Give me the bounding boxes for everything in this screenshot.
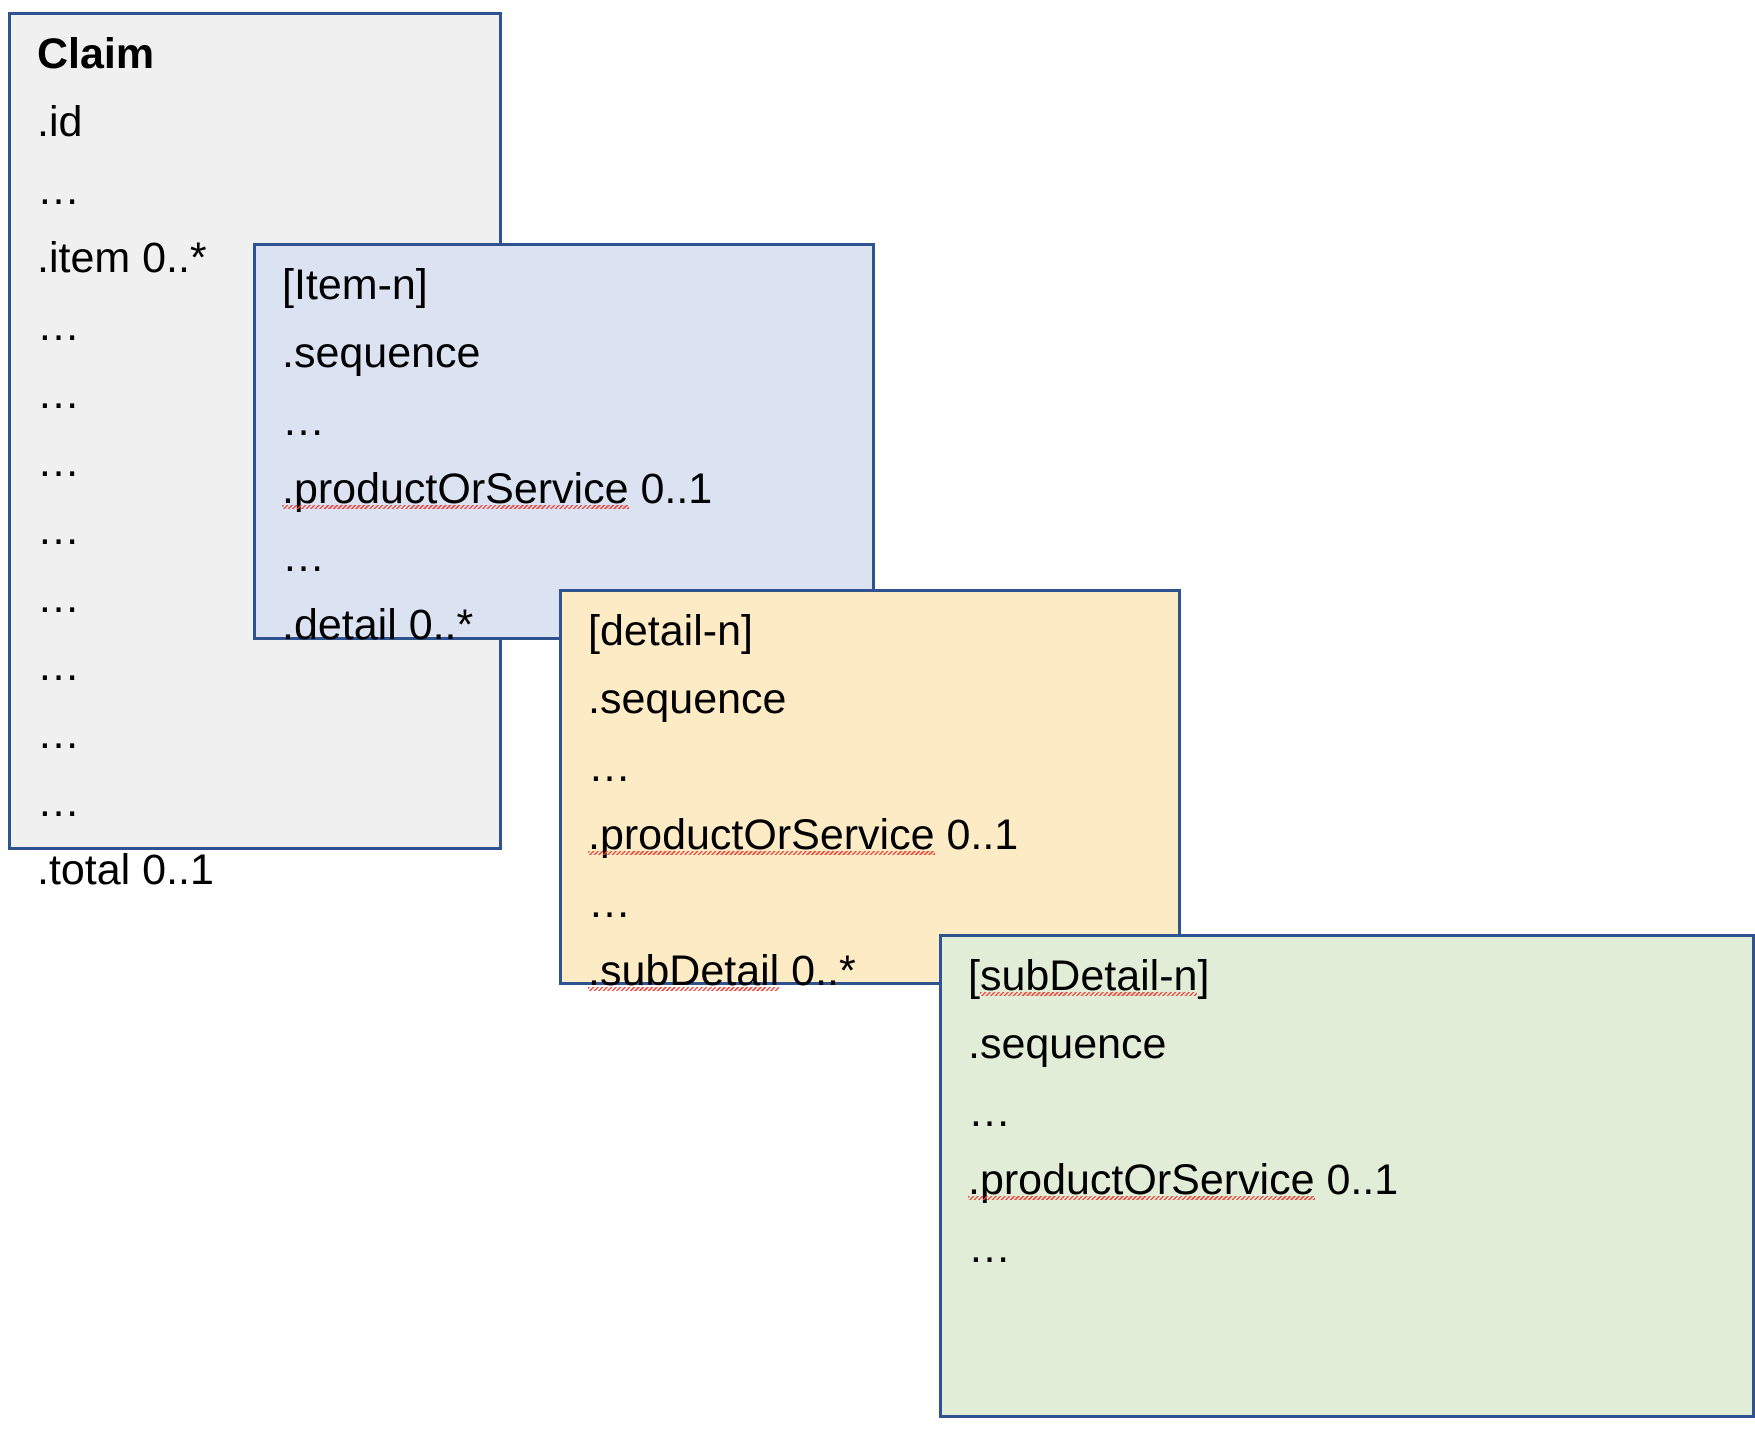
claim-field-id: .id — [37, 98, 83, 146]
detail-ellipsis-2: … — [588, 879, 633, 927]
item-box[interactable]: [Item-n] .sequence … .productOrService 0… — [253, 243, 875, 647]
claim-field-total: .total 0..1 — [37, 846, 214, 894]
subdetail-productorservice-cardinality: 0..1 — [1314, 1156, 1399, 1204]
detail-ellipsis-1: … — [588, 743, 633, 791]
subdetail-bracket-open: [ — [968, 952, 980, 1000]
detail-field-subdetail: .subDetail 0..* — [588, 950, 1178, 1018]
detail-field-sequence: .sequence — [588, 675, 787, 723]
item-field-detail: .detail 0..* — [282, 601, 474, 649]
subdetail-field-productorservice: .productOrService 0..1 — [968, 1159, 1752, 1227]
item-field-sequence: .sequence — [282, 329, 481, 377]
subdetail-box[interactable]: [subDetail-n] .sequence … .productOrServ… — [939, 934, 1755, 1418]
item-field-productorservice: .productOrService 0..1 — [282, 468, 872, 536]
item-ellipsis-1: … — [282, 397, 327, 445]
subdetail-ellipsis-1: … — [968, 1088, 1013, 1136]
spellcheck-underline-icon: .productOrService — [282, 465, 629, 513]
detail-field-productorservice: .productOrService 0..1 — [588, 814, 1178, 882]
subdetail-ellipsis-2: … — [968, 1224, 1013, 1272]
claim-ellipsis-8: … — [37, 710, 82, 758]
spellcheck-underline-icon: .subDetail — [588, 947, 780, 995]
claim-ellipsis-7: … — [37, 642, 82, 690]
spellcheck-underline-icon: subDetail-n — [979, 952, 1198, 1000]
claim-ellipsis-2: … — [37, 302, 82, 350]
detail-productorservice-cardinality: 0..1 — [934, 811, 1019, 859]
item-ellipsis-2: … — [282, 533, 327, 581]
subdetail-bracket-close: ] — [1197, 952, 1210, 1000]
claim-ellipsis-3: … — [37, 370, 82, 418]
detail-box[interactable]: [detail-n] .sequence … .productOrService… — [559, 589, 1181, 993]
spellcheck-underline-icon: .productOrService — [968, 1156, 1315, 1204]
claim-ellipsis-6: … — [37, 574, 82, 622]
item-title: [Item-n] — [282, 261, 428, 309]
claim-ellipsis-5: … — [37, 506, 82, 554]
claim-field-item: .item 0..* — [37, 234, 207, 282]
item-productorservice-cardinality: 0..1 — [628, 465, 713, 513]
claim-ellipsis-4: … — [37, 438, 82, 486]
spellcheck-underline-icon: .productOrService — [588, 811, 935, 859]
subdetail-title: [subDetail-n] — [968, 955, 1752, 1023]
detail-subdetail-cardinality: 0..* — [779, 947, 856, 995]
claim-title: Claim — [37, 30, 155, 78]
claim-ellipsis-1: … — [37, 166, 82, 214]
subdetail-field-sequence: .sequence — [968, 1020, 1167, 1068]
detail-title: [detail-n] — [588, 607, 753, 655]
claim-ellipsis-9: … — [37, 778, 82, 826]
